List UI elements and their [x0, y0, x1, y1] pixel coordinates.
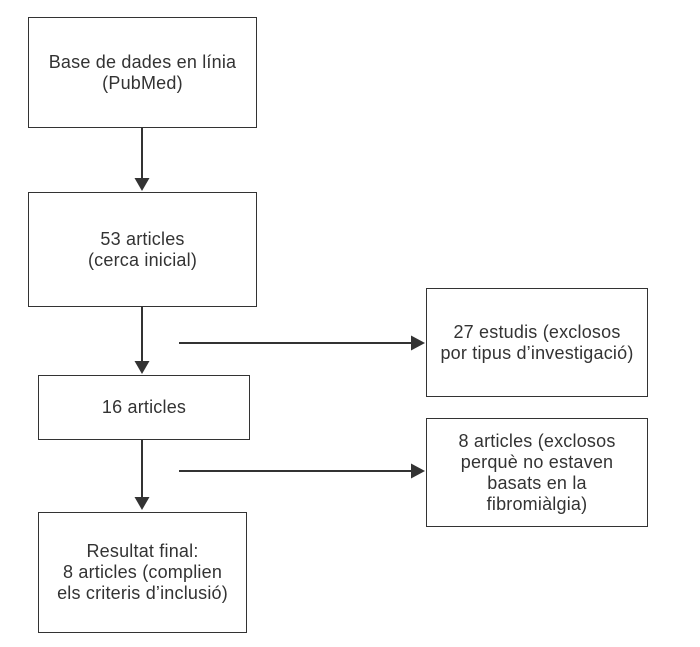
arrow-to-excluded-topic: [179, 463, 425, 479]
arrow-initial-to-screened: [134, 307, 150, 374]
box-after-type-exclusion: 16 articles: [38, 375, 250, 440]
box-initial-search-text: 53 articles (cerca inicial): [87, 228, 198, 270]
box-final-result: Resultat final: 8 articles (complien els…: [38, 512, 247, 633]
box-database-source-text: Base de dades en línia (PubMed): [48, 51, 237, 93]
box-excluded-not-fibromyalgia: 8 articles (exclosos perquè no estaven b…: [426, 418, 648, 527]
box-initial-search: 53 articles (cerca inicial): [28, 192, 257, 307]
box-excluded-by-type: 27 estudis (exclosos por tipus d’investi…: [426, 288, 648, 397]
box-database-source: Base de dades en línia (PubMed): [28, 17, 257, 128]
arrow-to-excluded-type: [179, 335, 425, 351]
box-after-type-exclusion-text: 16 articles: [101, 397, 187, 417]
box-excluded-by-type-text: 27 estudis (exclosos por tipus d’investi…: [440, 321, 634, 363]
box-excluded-not-fibromyalgia-text: 8 articles (exclosos perquè no estaven b…: [458, 430, 616, 514]
arrow-source-to-initial: [134, 128, 150, 191]
arrow-screened-to-final: [134, 440, 150, 510]
box-final-result-text: Resultat final: 8 articles (complien els…: [57, 541, 228, 603]
